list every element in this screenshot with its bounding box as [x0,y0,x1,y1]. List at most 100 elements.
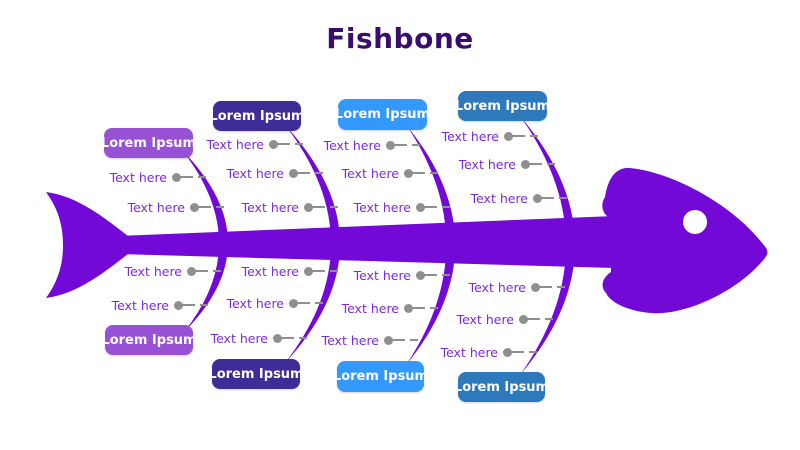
connector-dot-icon [519,314,540,324]
cause-item[interactable]: Text here [227,295,323,311]
connector-dot-icon [416,202,437,212]
connector-dash [412,144,420,146]
connector-dot-icon [533,193,554,203]
connector-dot-icon [404,303,425,313]
cause-item[interactable]: Text here [112,297,208,313]
cause-item[interactable]: Text here [324,137,420,153]
connector-dot-icon [190,202,211,212]
cause-item[interactable]: Text here [469,279,565,295]
cause-item[interactable]: Text here [110,169,206,185]
cause-label: Text here [226,295,284,311]
rib-bone-1 [182,150,229,332]
cause-item[interactable]: Text here [207,136,303,152]
connector-dot-icon [416,270,437,280]
connector-dash [545,318,553,320]
rib-bone-3 [406,126,456,365]
connector-dash [330,270,338,272]
cause-item[interactable]: Text here [354,199,450,215]
cause-item[interactable]: Text here [471,190,567,206]
category-box-bottom-2[interactable]: Lorem Ipsum [208,359,304,389]
category-box-bottom-1[interactable]: Lorem Ipsum [101,325,197,355]
fish-spine [118,216,615,268]
connector-dash [213,270,221,272]
cause-label: Text here [341,300,399,316]
connector-dot-icon [304,202,325,212]
connector-dot-icon [304,266,325,276]
connector-dash [442,206,450,208]
category-box-bottom-3[interactable]: Lorem Ipsum [333,361,428,392]
category-box-bottom-4[interactable]: Lorem Ipsum [454,372,549,402]
cause-item[interactable]: Text here [441,344,537,360]
cause-item[interactable]: Text here [125,263,221,279]
cause-label: Text here [353,199,411,215]
category-box-top-2[interactable]: Lorem Ipsum [209,101,305,131]
cause-label: Text here [109,169,167,185]
connector-dash [547,163,555,165]
category-box-top-4[interactable]: Lorem Ipsum [455,91,550,121]
cause-item[interactable]: Text here [354,267,450,283]
cause-label: Text here [226,165,284,181]
connector-dash [315,172,323,174]
connector-dot-icon [503,347,524,357]
cause-label: Text here [341,165,399,181]
connector-dash [216,206,224,208]
cause-label: Text here [124,263,182,279]
cause-label: Text here [321,332,379,348]
cause-label: Text here [111,297,169,313]
cause-item[interactable]: Text here [442,128,538,144]
cause-label: Text here [468,279,526,295]
connector-dash [430,307,438,309]
cause-item[interactable]: Text here [128,199,224,215]
cause-label: Text here [206,136,264,152]
rib-bone-2 [285,125,340,363]
cause-item[interactable]: Text here [227,165,323,181]
connector-dot-icon [273,333,294,343]
cause-label: Text here [323,137,381,153]
rib-bone-4 [520,116,575,375]
cause-label: Text here [353,267,411,283]
connector-dash [529,351,537,353]
connector-dot-icon [174,300,195,310]
connector-dash [559,197,567,199]
cause-label: Text here [456,311,514,327]
cause-label: Text here [470,190,528,206]
connector-dash [410,339,418,341]
category-box-top-3[interactable]: Lorem Ipsum [335,99,430,130]
connector-dot-icon [187,266,208,276]
cause-item[interactable]: Text here [457,311,553,327]
connector-dash [315,302,323,304]
fish-tail [46,192,128,298]
connector-dash [295,143,303,145]
cause-item[interactable]: Text here [242,199,338,215]
category-box-top-1[interactable]: Lorem Ipsum [101,128,196,158]
cause-label: Text here [241,199,299,215]
connector-dash [442,274,450,276]
cause-item[interactable]: Text here [242,263,338,279]
connector-dot-icon [404,168,425,178]
cause-item[interactable]: Text here [459,156,555,172]
cause-item[interactable]: Text here [342,165,438,181]
fish-head [602,167,768,314]
connector-dash [200,304,208,306]
connector-dash [530,135,538,137]
cause-label: Text here [441,128,499,144]
cause-label: Text here [458,156,516,172]
cause-label: Text here [440,344,498,360]
cause-item[interactable]: Text here [211,330,307,346]
connector-dot-icon [504,131,525,141]
connector-dot-icon [531,282,552,292]
connector-dot-icon [521,159,542,169]
cause-label: Text here [241,263,299,279]
connector-dot-icon [384,335,405,345]
connector-dot-icon [269,139,290,149]
connector-dash [198,176,206,178]
connector-dash [430,172,438,174]
connector-dash [330,206,338,208]
cause-item[interactable]: Text here [342,300,438,316]
cause-item[interactable]: Text here [322,332,418,348]
connector-dash [557,286,565,288]
connector-dash [299,337,307,339]
connector-dot-icon [289,298,310,308]
